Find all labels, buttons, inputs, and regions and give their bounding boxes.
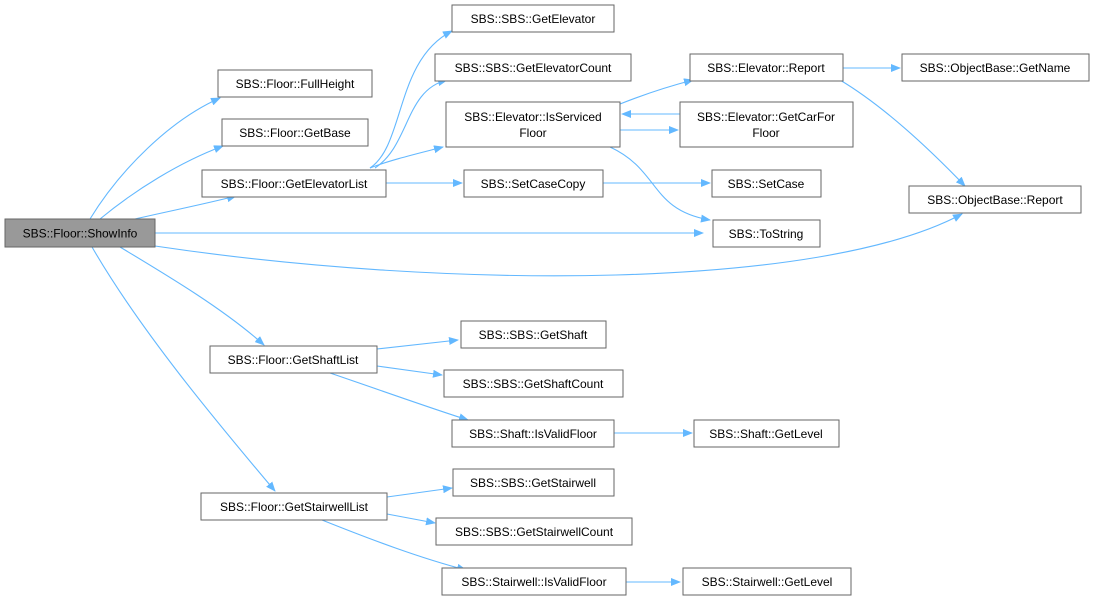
svg-text:SBS::Elevator::GetCarFor: SBS::Elevator::GetCarFor bbox=[697, 110, 835, 124]
edge-getshaftlist-getshaftcount bbox=[376, 365, 443, 378]
svg-text:SBS::Elevator::Report: SBS::Elevator::Report bbox=[707, 61, 825, 75]
node-set-case[interactable]: SBS::SetCase bbox=[711, 169, 822, 198]
svg-text:SBS::SBS::GetElevatorCount: SBS::SBS::GetElevatorCount bbox=[455, 61, 612, 75]
node-sbs-get-shaft[interactable]: SBS::SBS::GetShaft bbox=[460, 320, 607, 349]
svg-text:SBS::ObjectBase::GetName: SBS::ObjectBase::GetName bbox=[920, 61, 1071, 75]
edge-showinfo-getbase bbox=[99, 145, 224, 220]
svg-text:SBS::SetCaseCopy: SBS::SetCaseCopy bbox=[481, 177, 586, 191]
node-sbs-get-elevator[interactable]: SBS::SBS::GetElevator bbox=[451, 4, 615, 33]
svg-text:Floor: Floor bbox=[752, 126, 779, 140]
edge-showinfo-getelevatorlist bbox=[134, 194, 237, 220]
svg-text:SBS::SBS::GetStairwellCount: SBS::SBS::GetStairwellCount bbox=[455, 525, 614, 539]
node-shaft-is-valid-floor[interactable]: SBS::Shaft::IsValidFloor bbox=[451, 419, 615, 448]
edge-showinfo-fullheight bbox=[89, 97, 221, 220]
node-sbs-get-shaft-count[interactable]: SBS::SBS::GetShaftCount bbox=[443, 369, 624, 398]
node-sbs-get-elevator-count[interactable]: SBS::SBS::GetElevatorCount bbox=[434, 53, 632, 82]
svg-text:SBS::Floor::GetElevatorList: SBS::Floor::GetElevatorList bbox=[221, 177, 368, 191]
node-set-case-copy[interactable]: SBS::SetCaseCopy bbox=[463, 169, 604, 198]
edge-getstairwelllist-stairwellisvalidfloor bbox=[321, 519, 467, 572]
edge-isservicedfloor-elevatorreport bbox=[619, 78, 694, 105]
edge-showinfo-getstairwelllist bbox=[91, 246, 276, 492]
edge-showinfo-getshaftlist bbox=[119, 246, 265, 346]
svg-text:SBS::SBS::GetStairwell: SBS::SBS::GetStairwell bbox=[470, 476, 596, 490]
svg-text:SBS::Shaft::GetLevel: SBS::Shaft::GetLevel bbox=[709, 427, 822, 441]
edge-getshaftlist-getshaft bbox=[376, 337, 459, 350]
node-get-base[interactable]: SBS::Floor::GetBase bbox=[221, 118, 369, 147]
svg-text:SBS::Floor::GetBase: SBS::Floor::GetBase bbox=[239, 126, 351, 140]
node-get-elevator-list[interactable]: SBS::Floor::GetElevatorList bbox=[201, 169, 387, 198]
svg-text:SBS::Stairwell::IsValidFloor: SBS::Stairwell::IsValidFloor bbox=[461, 575, 606, 589]
node-full-height[interactable]: SBS::Floor::FullHeight bbox=[217, 69, 373, 98]
edge-getelevatorlist-getelevator bbox=[369, 30, 453, 169]
node-elevator-get-car-for-floor[interactable]: SBS::Elevator::GetCarFor Floor bbox=[679, 101, 854, 148]
svg-text:SBS::ObjectBase::Report: SBS::ObjectBase::Report bbox=[927, 193, 1063, 207]
node-object-base-get-name[interactable]: SBS::ObjectBase::GetName bbox=[901, 53, 1090, 82]
edge-getstairwelllist-getstairwell bbox=[386, 485, 453, 498]
edge-getelevatorlist-getelevatorcount bbox=[374, 78, 448, 169]
node-stairwell-get-level[interactable]: SBS::Stairwell::GetLevel bbox=[682, 567, 852, 596]
node-sbs-get-stairwell[interactable]: SBS::SBS::GetStairwell bbox=[452, 468, 615, 497]
svg-text:SBS::Floor::GetShaftList: SBS::Floor::GetShaftList bbox=[228, 353, 359, 367]
node-to-string[interactable]: SBS::ToString bbox=[712, 219, 821, 248]
node-object-base-report[interactable]: SBS::ObjectBase::Report bbox=[908, 185, 1082, 214]
edges bbox=[89, 30, 966, 586]
node-elevator-report[interactable]: SBS::Elevator::Report bbox=[689, 53, 844, 82]
edge-getshaftlist-shaftisvalidfloor bbox=[329, 372, 469, 422]
svg-text:SBS::SBS::GetElevator: SBS::SBS::GetElevator bbox=[471, 12, 596, 26]
svg-text:SBS::Elevator::IsServiced: SBS::Elevator::IsServiced bbox=[464, 110, 601, 124]
svg-text:SBS::SetCase: SBS::SetCase bbox=[728, 177, 805, 191]
svg-text:SBS::SBS::GetShaftCount: SBS::SBS::GetShaftCount bbox=[463, 377, 604, 391]
svg-text:SBS::Floor::ShowInfo: SBS::Floor::ShowInfo bbox=[23, 227, 138, 241]
svg-text:SBS::Stairwell::GetLevel: SBS::Stairwell::GetLevel bbox=[702, 575, 833, 589]
edge-elevatorreport-objectbasereport bbox=[839, 79, 966, 187]
node-show-info[interactable]: SBS::Floor::ShowInfo bbox=[4, 218, 156, 248]
svg-text:SBS::ToString: SBS::ToString bbox=[729, 227, 804, 241]
node-get-stairwell-list[interactable]: SBS::Floor::GetStairwellList bbox=[200, 492, 388, 521]
edge-isservicedfloor-tostring bbox=[609, 146, 711, 223]
node-get-shaft-list[interactable]: SBS::Floor::GetShaftList bbox=[209, 345, 378, 374]
svg-text:SBS::Floor::GetStairwellList: SBS::Floor::GetStairwellList bbox=[220, 500, 369, 514]
edge-getstairwelllist-getstairwellcount bbox=[386, 513, 436, 526]
node-sbs-get-stairwell-count[interactable]: SBS::SBS::GetStairwellCount bbox=[435, 517, 633, 546]
node-stairwell-is-valid-floor[interactable]: SBS::Stairwell::IsValidFloor bbox=[441, 567, 627, 596]
edge-showinfo-objectbasereport bbox=[154, 213, 963, 277]
node-elevator-is-serviced-floor[interactable]: SBS::Elevator::IsServiced Floor bbox=[445, 101, 621, 148]
edge-getelevatorlist-isservicedfloor bbox=[369, 145, 444, 169]
svg-text:SBS::SBS::GetShaft: SBS::SBS::GetShaft bbox=[479, 328, 588, 342]
svg-text:Floor: Floor bbox=[519, 126, 546, 140]
node-shaft-get-level[interactable]: SBS::Shaft::GetLevel bbox=[693, 419, 840, 448]
svg-text:SBS::Shaft::IsValidFloor: SBS::Shaft::IsValidFloor bbox=[469, 427, 597, 441]
svg-text:SBS::Floor::FullHeight: SBS::Floor::FullHeight bbox=[236, 77, 355, 91]
